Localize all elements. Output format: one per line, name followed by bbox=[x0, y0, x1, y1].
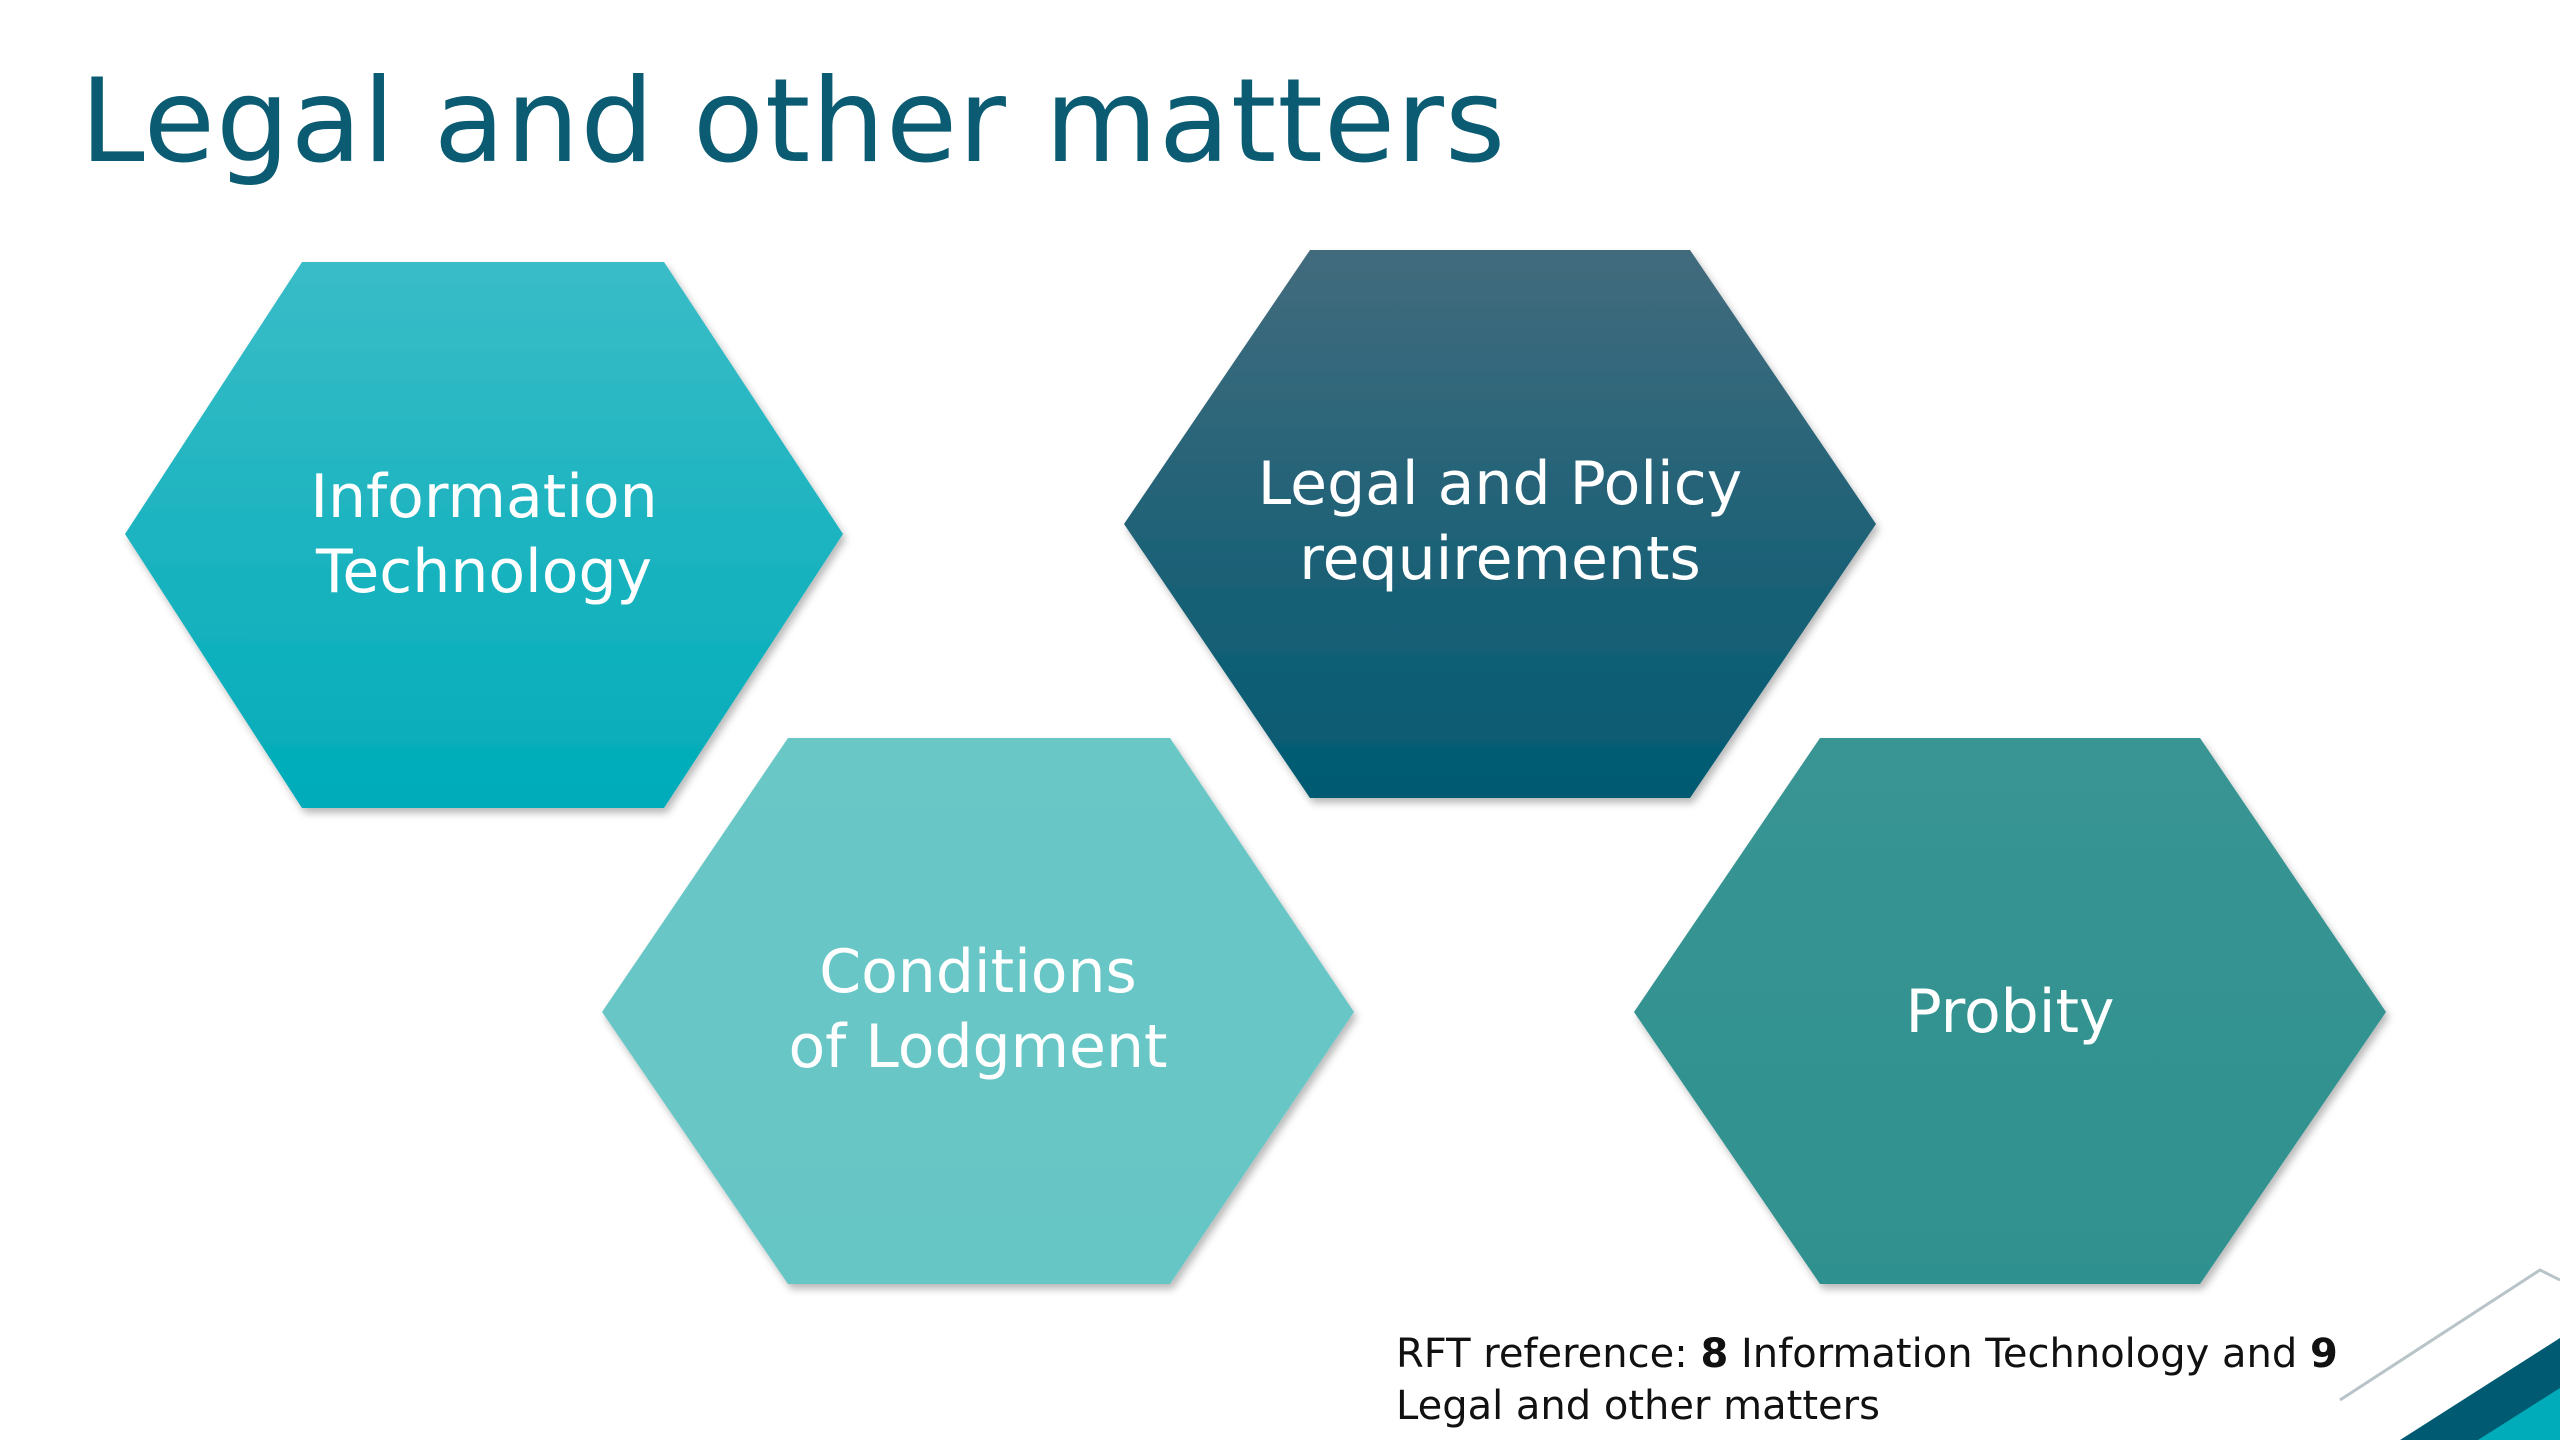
rft-reference-note: RFT reference: 8 Information Technology … bbox=[1396, 1328, 2436, 1432]
hexagon-label-legal-policy: Legal and Policy requirements bbox=[1257, 449, 1743, 594]
hexagon-label-conditions-of-lodgment: Conditions of Lodgment bbox=[788, 937, 1168, 1082]
hexagon-legal-policy bbox=[1124, 250, 1876, 798]
corner-decoration bbox=[2339, 1268, 2560, 1440]
hexagon-label-probity: Probity bbox=[1905, 976, 2115, 1047]
rft-reference-section-8: 8 bbox=[1700, 1331, 1729, 1377]
hexagon-label-information-technology: Information Technology bbox=[310, 462, 658, 607]
hexagon-conditions-of-lodgment bbox=[602, 738, 1354, 1284]
hexagon-information-technology bbox=[125, 262, 843, 808]
hexagon-probity bbox=[1634, 738, 2386, 1284]
rft-reference-prefix: RFT reference: bbox=[1396, 1331, 1701, 1377]
rft-reference-mid: Information Technology and bbox=[1728, 1331, 2310, 1377]
rft-reference-section-9: 9 bbox=[2310, 1331, 2338, 1377]
rft-reference-suffix: Legal and other matters bbox=[1396, 1383, 1880, 1429]
slide-title: Legal and other matters bbox=[80, 54, 1507, 189]
